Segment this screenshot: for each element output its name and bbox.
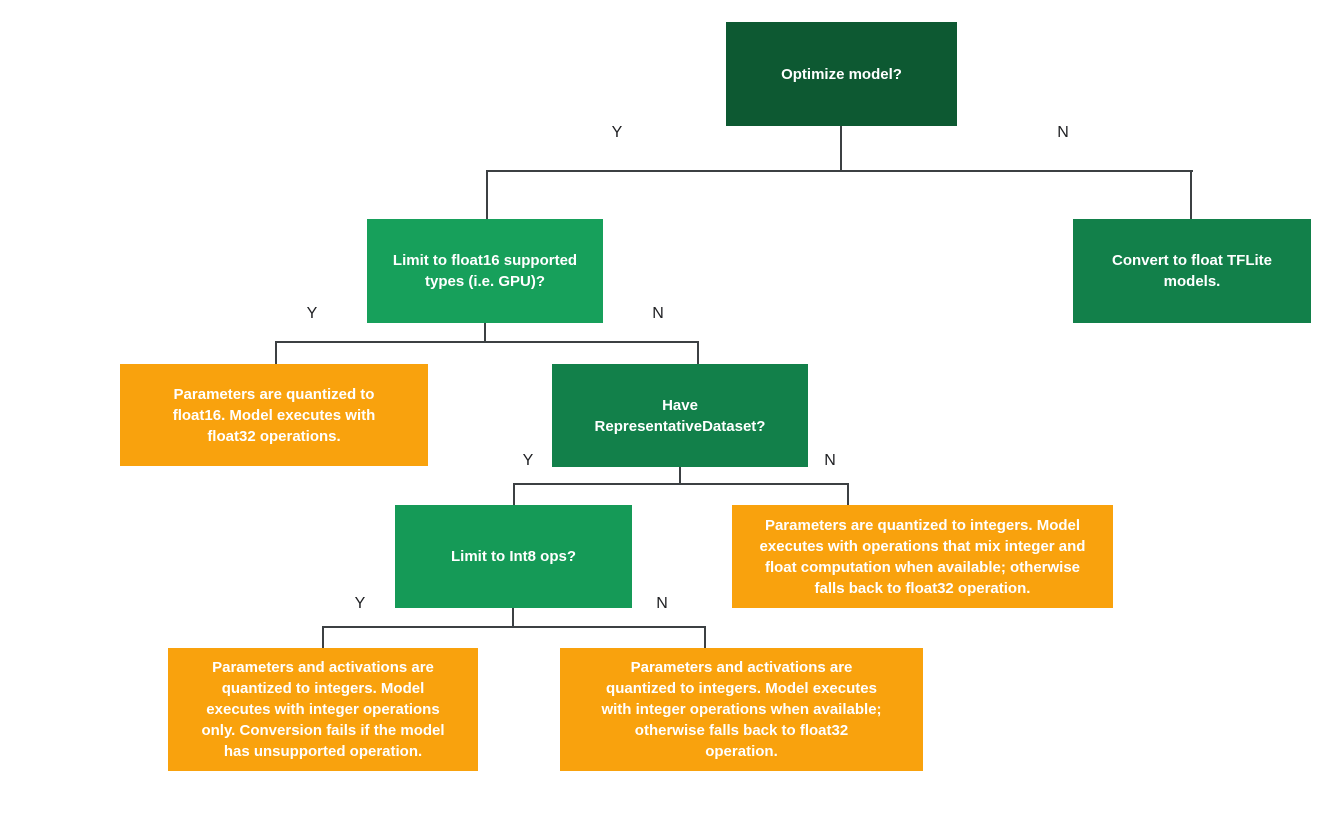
node-have-representative-dataset: Have RepresentativeDataset?	[552, 364, 808, 467]
connector-float16-yes-drop	[275, 341, 277, 364]
node-integer-only-outcome: Parameters and activations are quantized…	[168, 648, 478, 771]
connector-optimize-stem	[840, 126, 842, 172]
node-limit-float16: Limit to float16 supported types (i.e. G…	[367, 219, 603, 323]
edge-label-optimize-no: N	[1057, 124, 1069, 141]
node-mixed-integer-float-outcome-label: Parameters are quantized to integers. Mo…	[759, 516, 1086, 597]
connector-int8-branch-bar	[322, 626, 706, 628]
edge-label-dataset-yes: Y	[522, 452, 534, 469]
edge-label-dataset-no: N	[824, 452, 836, 469]
node-float16-quantized-outcome-label: Parameters are quantized to float16. Mod…	[172, 385, 376, 445]
connector-optimize-branch-bar	[486, 170, 1193, 172]
connector-float16-stem	[484, 323, 486, 343]
node-have-representative-dataset-label: Have RepresentativeDataset?	[594, 396, 766, 435]
edge-label-int8-yes: Y	[354, 595, 366, 612]
edge-label-int8-no: N	[656, 595, 668, 612]
node-optimize-model-label: Optimize model?	[781, 65, 902, 83]
connector-dataset-yes-drop	[513, 483, 515, 505]
edge-label-float16-yes: Y	[306, 305, 318, 322]
node-optimize-model: Optimize model?	[726, 22, 957, 126]
node-integer-fallback-outcome: Parameters and activations are quantized…	[560, 648, 923, 771]
connector-int8-yes-drop	[322, 626, 324, 648]
connector-int8-stem	[512, 608, 514, 628]
connector-dataset-stem	[679, 467, 681, 485]
node-limit-float16-label: Limit to float16 supported types (i.e. G…	[392, 252, 578, 290]
connector-int8-no-drop	[704, 626, 706, 648]
node-integer-only-outcome-label: Parameters and activations are quantized…	[201, 659, 445, 760]
connector-dataset-no-drop	[847, 483, 849, 505]
node-integer-fallback-outcome-label: Parameters and activations are quantized…	[601, 659, 882, 760]
edge-label-float16-no: N	[652, 305, 664, 322]
node-convert-float-tflite-label: Convert to float TFLite models.	[1112, 252, 1272, 290]
node-convert-float-tflite: Convert to float TFLite models.	[1073, 219, 1311, 323]
connector-float16-branch-bar	[275, 341, 699, 343]
connector-optimize-no-drop	[1190, 170, 1192, 219]
connector-optimize-yes-drop	[486, 170, 488, 219]
node-limit-int8-ops-label: Limit to Int8 ops?	[451, 548, 576, 565]
connector-float16-no-drop	[697, 341, 699, 364]
edge-label-optimize-yes: Y	[611, 124, 623, 141]
connector-dataset-branch-bar	[513, 483, 849, 485]
node-float16-quantized-outcome: Parameters are quantized to float16. Mod…	[120, 364, 428, 466]
node-mixed-integer-float-outcome: Parameters are quantized to integers. Mo…	[732, 505, 1113, 608]
node-limit-int8-ops: Limit to Int8 ops?	[395, 505, 632, 608]
